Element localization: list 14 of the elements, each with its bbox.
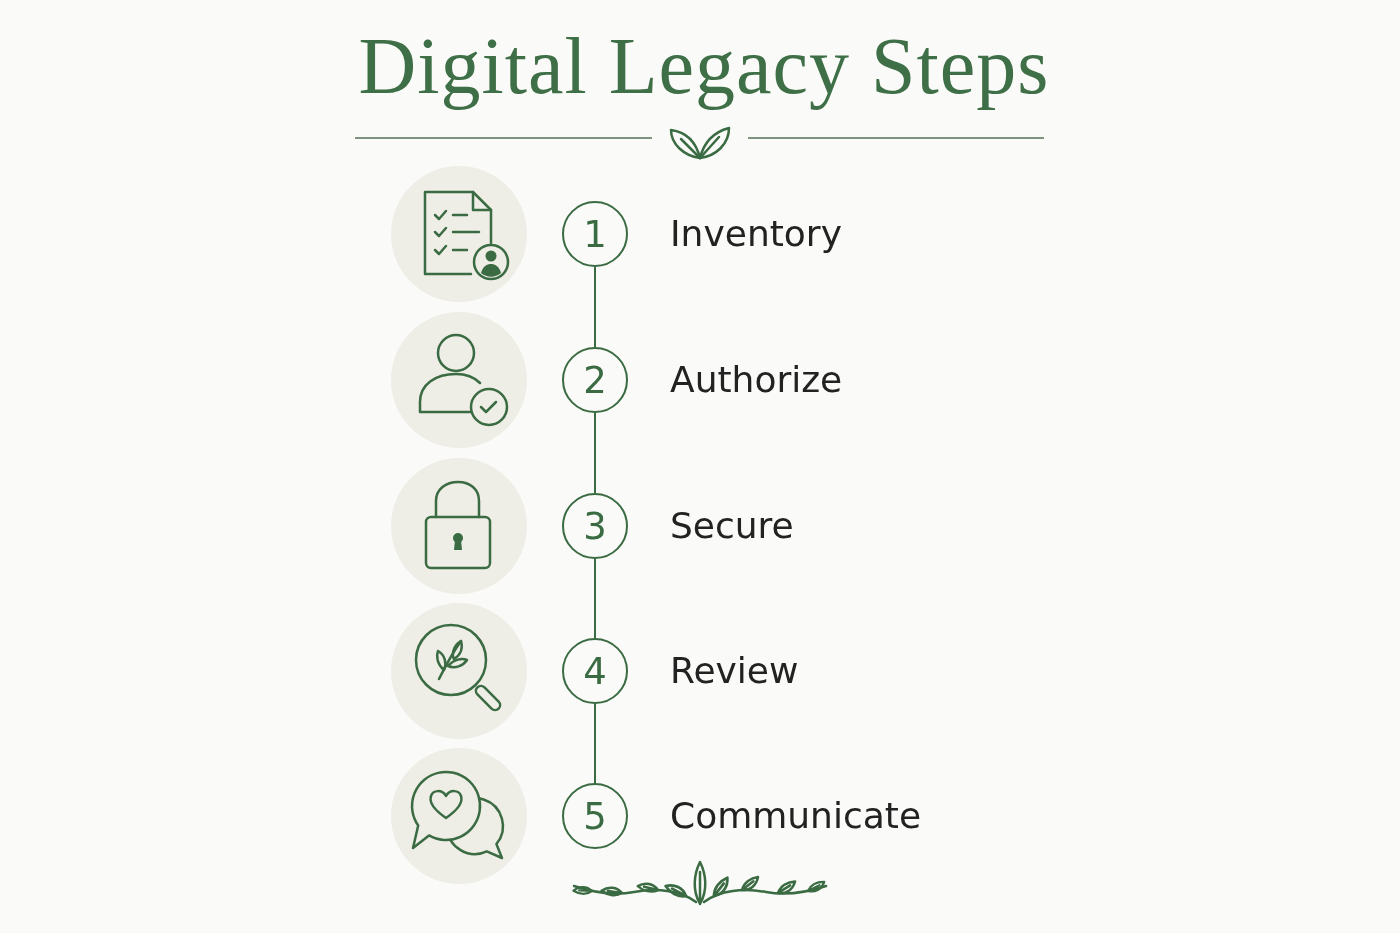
connector-line: [594, 266, 596, 348]
step-number: 2: [583, 361, 607, 399]
step-label: Communicate: [670, 794, 922, 838]
step-number: 1: [583, 215, 607, 253]
connector-line: [594, 703, 596, 784]
step-label: Inventory: [670, 212, 842, 256]
step-label: Secure: [670, 504, 794, 548]
step-number: 3: [583, 507, 607, 545]
connector-line: [594, 412, 596, 494]
step-label: Authorize: [670, 358, 843, 402]
step-label: Review: [670, 649, 799, 693]
step-number: 5: [583, 797, 607, 835]
connector-line: [594, 558, 596, 639]
step-number: 4: [583, 652, 607, 690]
